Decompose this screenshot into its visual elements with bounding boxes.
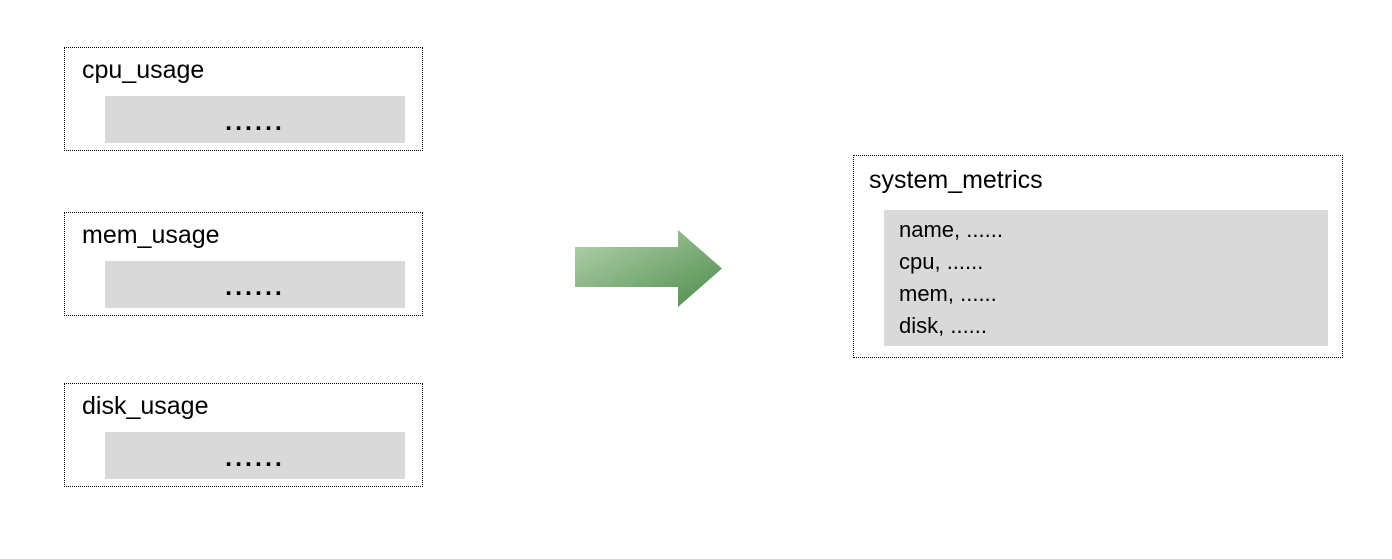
- table-name-mem-usage: mem_usage: [82, 221, 220, 249]
- merge-arrow-icon: [575, 230, 722, 307]
- ellipsis-text: ......: [225, 273, 285, 301]
- arrow-shape: [575, 230, 722, 307]
- ellipsis-text: ......: [225, 444, 285, 472]
- field-disk: disk, ......: [899, 313, 988, 338]
- table-box-mem-usage: mem_usage ......: [64, 212, 423, 316]
- field-mem: mem, ......: [899, 281, 997, 306]
- field-name: name, ......: [899, 217, 1003, 242]
- field-cpu: cpu, ......: [899, 249, 984, 274]
- table-box-system-metrics: system_metrics name, ...... cpu, ...... …: [853, 155, 1343, 358]
- ellipsis-text: ......: [225, 108, 285, 136]
- table-rows-panel: ......: [105, 261, 405, 308]
- table-name-disk-usage: disk_usage: [82, 392, 209, 420]
- table-rows-panel: ......: [105, 96, 405, 143]
- table-rows-panel: ......: [105, 432, 405, 479]
- table-name-system-metrics: system_metrics: [869, 166, 1043, 194]
- table-box-cpu-usage: cpu_usage ......: [64, 47, 423, 151]
- table-name-cpu-usage: cpu_usage: [82, 56, 205, 84]
- table-fields-panel: name, ...... cpu, ...... mem, ...... dis…: [884, 210, 1328, 346]
- table-box-disk-usage: disk_usage ......: [64, 383, 423, 487]
